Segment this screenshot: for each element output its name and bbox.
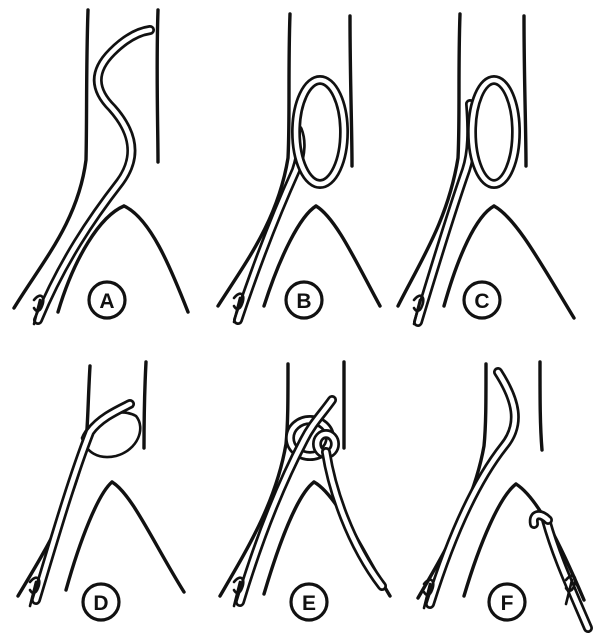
panel-d: D	[18, 362, 184, 620]
vessel-outer-right-b	[350, 16, 352, 166]
vessel-outer-left-c	[398, 14, 460, 306]
vessel-inner-left-d	[66, 482, 112, 590]
vessel-inner-right-d	[112, 482, 184, 592]
vessel-outer-right-d	[144, 362, 146, 448]
vessel-inner-right-b	[316, 206, 380, 306]
vessel-inner-right-c	[494, 206, 574, 318]
panel-label-c: C	[474, 290, 489, 313]
catheter-tail-e	[326, 452, 382, 586]
catheter-a	[38, 30, 150, 320]
vessel-outer-right-f	[540, 362, 542, 450]
panel-label-a: A	[99, 290, 114, 313]
vessel-outer-left-d	[18, 366, 90, 596]
panel-c: C	[398, 14, 574, 324]
panel-label-d: D	[93, 592, 108, 615]
vessel-outer-right-a	[157, 10, 158, 162]
panel-label-e: E	[302, 592, 316, 615]
panel-a: A	[14, 10, 188, 324]
panel-label-b: B	[296, 290, 311, 313]
panel-f: F	[418, 362, 588, 628]
panel-label-f: F	[501, 592, 514, 615]
vessel-inner-right-a	[124, 206, 188, 312]
vessel-outer-right-c	[524, 16, 526, 166]
panel-b: B	[218, 14, 380, 322]
panel-e: E	[220, 362, 390, 620]
